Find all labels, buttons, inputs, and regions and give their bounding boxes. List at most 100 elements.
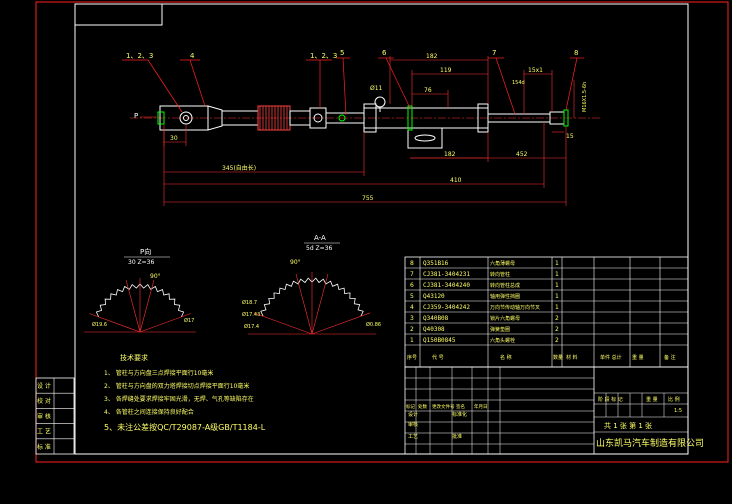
dim-154d: 154d <box>512 80 525 86</box>
tb-approve: 批准 <box>452 433 462 440</box>
spline-radial <box>139 313 191 333</box>
bom-header: 材 料 <box>566 354 578 361</box>
green-band <box>407 105 413 131</box>
stamp-label: 审 核 <box>37 412 51 420</box>
tb-sign-label: 处数 <box>418 403 427 410</box>
top-lug <box>374 96 386 108</box>
bom-code: Q150B0845 <box>423 337 456 344</box>
p-phi1: Ø19.6 <box>92 321 107 328</box>
section-view-p: P向 30 Z=36 90° Ø19.6 Ø17 <box>84 247 196 333</box>
bom-no: 7 <box>410 271 414 278</box>
dim-119: 119 <box>440 67 452 74</box>
stamp-label: 标 准 <box>37 443 51 451</box>
bom-code: Q351B16 <box>423 260 449 267</box>
bom-name: 万向节传动轴万向节叉 <box>490 304 540 311</box>
balloon-4: 5 <box>340 49 344 57</box>
bom-no: 8 <box>410 260 414 267</box>
p-label: P <box>134 112 138 120</box>
bom-no: 4 <box>410 304 414 311</box>
bom-no: 1 <box>410 337 414 344</box>
dim-thread: M16X1.5-6h <box>582 82 588 112</box>
spline-radial <box>139 279 155 333</box>
mount-bracket <box>407 127 443 149</box>
bom-name: 六角头螺栓 <box>490 337 515 344</box>
bellows-ribs <box>259 106 288 130</box>
stamp-label: 工 艺 <box>37 428 51 436</box>
left-yoke-pin <box>179 111 193 125</box>
bom-qty: 1 <box>555 282 559 289</box>
balloon-3: 1、2、3 <box>310 52 337 60</box>
tb-audit: 审核 <box>408 421 418 428</box>
inner-frame <box>74 3 689 455</box>
p-phi2: Ø17 <box>184 317 194 324</box>
tb-company: 山东凯马汽车制造有限公司 <box>596 437 704 449</box>
tech-requirements: 技术要求 1、 管柱与方向盘三点焊接平面行10毫米 2、 管柱与方向盘的双力塔焊… <box>104 353 266 432</box>
spline-radial <box>311 312 371 335</box>
p-view-spline <box>84 278 196 333</box>
bom-header: 重 量 <box>632 354 644 361</box>
spline-radial <box>89 313 141 333</box>
bom-code: Q340B08 <box>423 315 449 322</box>
balloon-6: 7 <box>492 49 496 57</box>
bom-qty: 1 <box>555 271 559 278</box>
bom-code: CJ381-3404240 <box>423 282 470 289</box>
a-phi3: Ø17.4 <box>244 323 259 330</box>
tb-sign-label: 年月日 <box>474 403 488 410</box>
spline-radial <box>253 312 313 335</box>
bom-qty: 2 <box>555 337 559 344</box>
bom-code: Q43120 <box>423 293 445 300</box>
spline-radial <box>311 274 329 335</box>
bom-name: 六角薄螺母 <box>490 260 515 267</box>
mid-yoke-pin <box>313 113 323 123</box>
outer-frame <box>35 1 729 463</box>
dim-30: 30 <box>170 135 178 142</box>
dim-345: 345(自由长) <box>222 164 256 172</box>
bom-qty: 2 <box>555 315 559 322</box>
left-flange <box>157 111 165 125</box>
bom-code: CJ359-3404242 <box>423 304 470 311</box>
left-stamp-column: 设 计校 对审 核工 艺标 准 <box>35 377 75 455</box>
tb-sign-label: 签名 <box>456 403 465 410</box>
a-phi2: Ø17.43 <box>242 311 260 318</box>
dim-76: 76 <box>424 87 432 94</box>
tb-sign-label: 标记 <box>406 403 415 410</box>
bom-no: 6 <box>410 282 414 289</box>
balloon-5: 6 <box>382 49 387 57</box>
left-yoke-taper <box>207 105 223 131</box>
stamp-col-box <box>35 377 75 455</box>
balloons: 1、2、3 4 1、2、3 5 6 7 8 <box>122 49 584 116</box>
balloon-1: 1、2、3 <box>126 52 153 60</box>
bracket-slot <box>414 134 436 142</box>
stamp-rows: 设 计校 对审 核工 艺标 准 <box>36 382 74 451</box>
tb-scale-value: 1:5 <box>674 408 682 414</box>
title-block: 标记处数更改文件号签名年月日 阶 段 标 记 重 量 比 例 1:5 共 1 张… <box>404 366 704 455</box>
stamp-label: 校 对 <box>37 397 51 405</box>
leader-7b <box>565 57 578 111</box>
title-block-frame <box>404 366 689 455</box>
dimension-texts: P 30 345(自由长) 410 755 182 452 182 119 76… <box>134 53 588 202</box>
dim-phi11: Ø11 <box>370 85 383 92</box>
dimensions <box>140 56 575 206</box>
leader-6b <box>495 57 516 115</box>
tb-sheet: 共 1 张 第 1 张 <box>604 421 652 430</box>
a-phi4: Ø0.86 <box>366 321 381 328</box>
p-view-spec: 30 Z=36 <box>128 259 154 266</box>
bom-name: 转向管柱总成 <box>490 282 520 289</box>
dim-182-top: 182 <box>426 53 438 60</box>
tb-scale-label-3: 比 例 <box>668 396 680 403</box>
tb-design: 设计 <box>408 411 418 418</box>
tech-item-5: 5、未注公差按QC/T29087-A级GB/T1184-L <box>104 422 266 432</box>
leader-4b <box>342 57 347 116</box>
stamp-label: 设 计 <box>37 382 51 390</box>
bom-code: CJ381-3404231 <box>423 271 470 278</box>
housing-cap-left <box>363 103 377 133</box>
dim-755: 755 <box>362 195 374 202</box>
tb-scale-label-2: 重 量 <box>646 396 658 403</box>
tech-item-4: 4、 各管柱之间连接保持良好配合 <box>104 408 194 416</box>
dim-182-bottom: 182 <box>444 151 456 158</box>
dim-452: 452 <box>516 151 528 158</box>
bom-name: 轴用弹性挡圈 <box>490 293 520 300</box>
tech-item-2: 2、 管柱与方向盘的双力塔焊接切点焊接平面行10毫米 <box>104 382 249 390</box>
